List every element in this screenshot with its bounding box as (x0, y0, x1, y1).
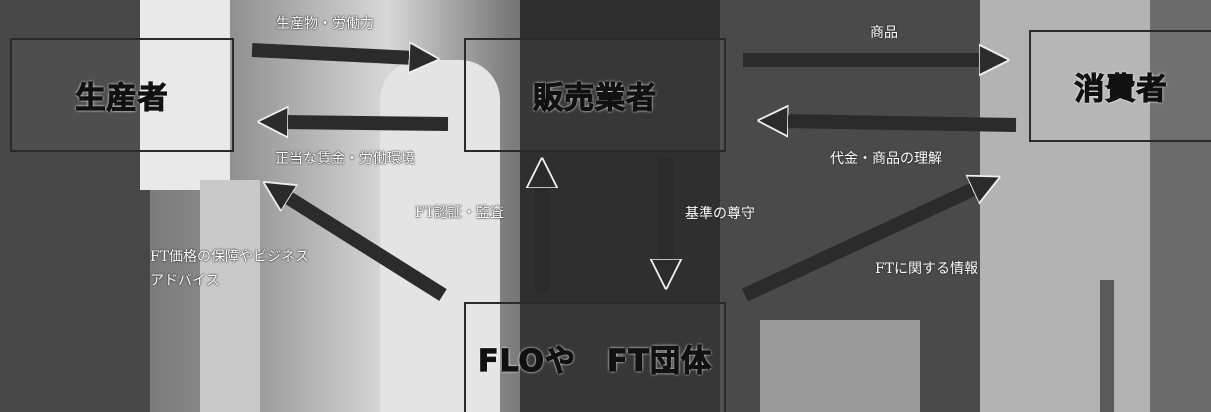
arrow-flo-to-producer (284, 195, 447, 301)
producer-label: 生産者 (75, 80, 169, 116)
producer-box: 生産者 (10, 38, 234, 152)
flow-label-seller-to-consumer: 商品 (870, 25, 898, 41)
arrow-seller-to-producer (282, 122, 449, 124)
seller-box: 販売業者 (464, 38, 726, 152)
consumer-label: 消費者 (1074, 71, 1168, 107)
flow-label-seller-to-producer: 正当な賃金・労働環境 (275, 151, 415, 167)
flow-label-flo-to-producer-line1: FT価格の保障やビジネス (150, 249, 310, 265)
flow-label-flo-to-consumer: FTに関する情報 (875, 261, 979, 277)
flow-label-flo-to-producer-line2: アドバイス (150, 273, 220, 289)
flo-label: FLOや FT団体 (477, 343, 712, 379)
flow-label-consumer-to-seller: 代金・商品の理解 (830, 151, 942, 167)
arrow-consumer-to-seller (782, 121, 1017, 125)
consumer-box: 消費者 (1029, 30, 1211, 142)
flow-label-flo-to-seller: FT認証・監査 (415, 205, 505, 221)
flow-label-producer-to-seller: 生産物・労働力 (276, 16, 374, 32)
flo-box: FLOや FT団体 (464, 302, 726, 412)
arrow-producer-to-seller (251, 50, 415, 58)
flow-label-seller-to-flo: 基準の尊守 (685, 206, 755, 222)
arrow-flo-to-consumer (742, 187, 978, 302)
seller-label: 販売業者 (532, 80, 657, 116)
